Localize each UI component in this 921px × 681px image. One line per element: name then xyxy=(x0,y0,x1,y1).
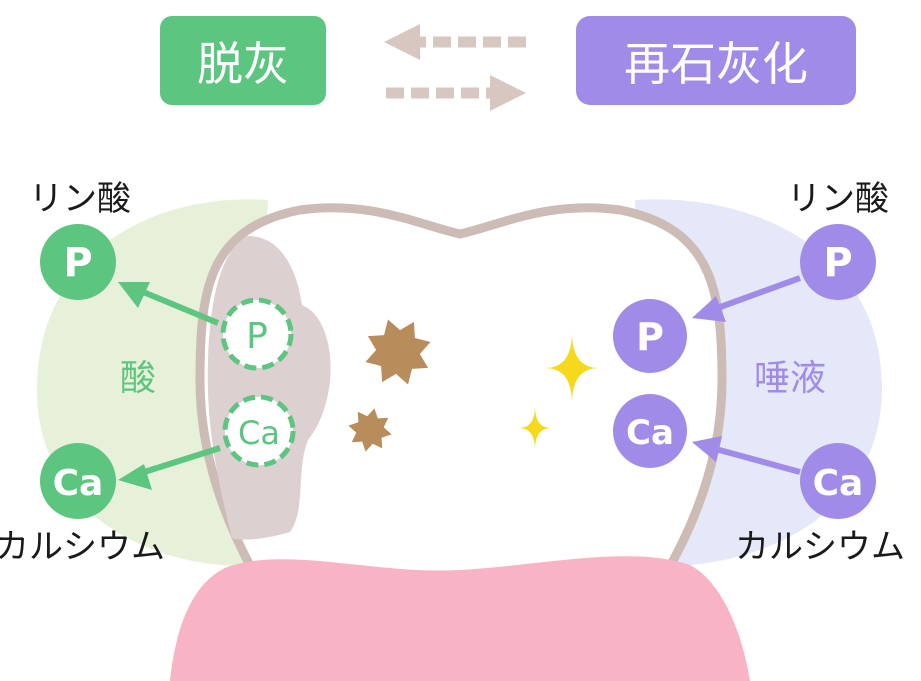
deposited-calcium xyxy=(613,394,687,468)
arrow-phosphate-out xyxy=(118,282,220,326)
deposited-calcium-symbol: Ca xyxy=(626,413,674,453)
acid-label: 酸 xyxy=(120,358,156,399)
right-phosphate-symbol: P xyxy=(823,240,852,286)
sparkle-small xyxy=(519,406,551,450)
tooth-body xyxy=(195,203,727,580)
arrow-calcium-in xyxy=(692,436,801,475)
demineralization-label: 脱灰 xyxy=(197,37,289,91)
remineralization-label-box xyxy=(576,16,856,105)
arrow-calcium-out xyxy=(118,445,221,490)
remineralization-label: 再石灰化 xyxy=(624,37,808,91)
left-calcium-circle xyxy=(40,443,116,519)
arrow-right-dotted xyxy=(386,75,526,111)
arrow-left-dotted xyxy=(384,24,526,60)
left-phosphate-symbol: P xyxy=(63,240,92,286)
right-phosphate-circle xyxy=(800,224,876,300)
dissolving-phosphate xyxy=(220,297,294,371)
left-phosphate-circle xyxy=(40,224,116,300)
deposited-phosphate-symbol: P xyxy=(636,315,664,359)
arrow-phosphate-in xyxy=(692,275,802,322)
stain-small xyxy=(348,408,392,452)
dissolving-phosphate-symbol: P xyxy=(246,316,268,357)
dissolving-calcium xyxy=(222,394,296,468)
dissolving-calcium-symbol: Ca xyxy=(238,414,280,452)
sparkle-large xyxy=(545,332,599,404)
right-calcium-symbol: Ca xyxy=(813,463,864,504)
right-phosphate-text: リン酸 xyxy=(787,179,889,219)
saliva-label: 唾液 xyxy=(754,358,826,399)
gum xyxy=(170,556,750,681)
stain-large xyxy=(365,319,431,385)
left-calcium-symbol: Ca xyxy=(53,463,104,504)
right-calcium-circle xyxy=(800,443,876,519)
left-phosphate-text: リン酸 xyxy=(29,179,131,219)
right-calcium-text: カルシウム xyxy=(735,527,905,567)
deposited-phosphate xyxy=(613,299,687,373)
demineralization-label-box xyxy=(160,16,326,105)
left-calcium-text: カルシウム xyxy=(0,527,165,567)
